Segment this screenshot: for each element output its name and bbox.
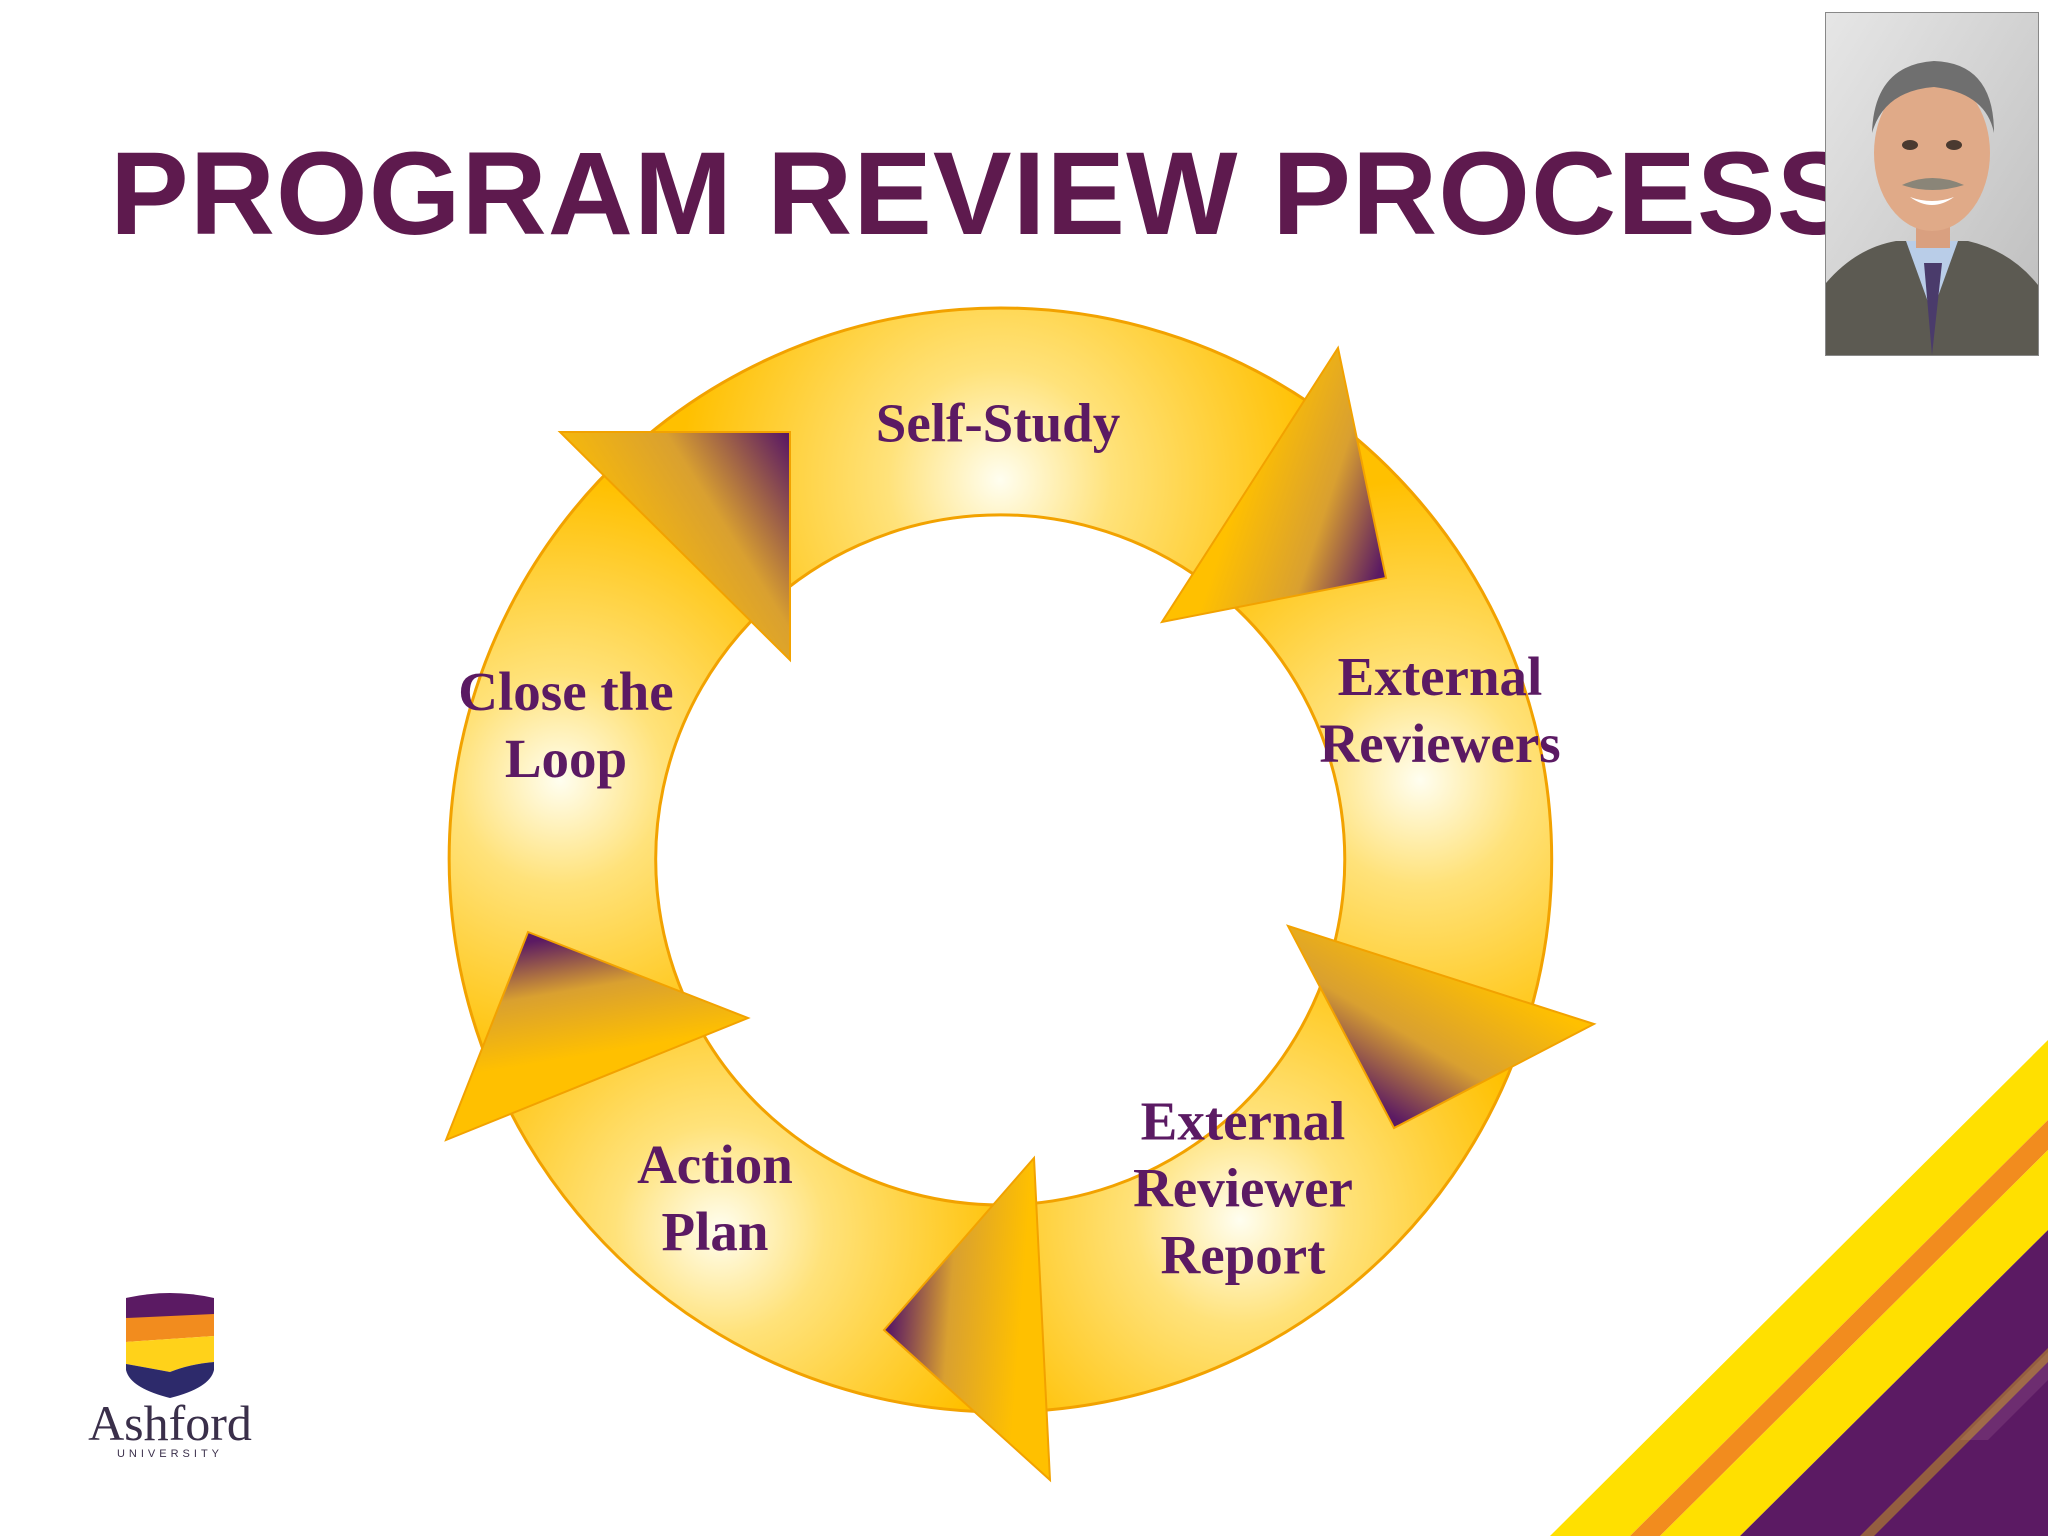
logo-wordmark: Ashford bbox=[88, 1395, 252, 1451]
stage-label-close-the-loop-line-1: Close the bbox=[458, 661, 673, 722]
stage-label-external-reviewers-line-2: Reviewers bbox=[1319, 713, 1560, 774]
stage-label-action-plan-line-2: Plan bbox=[662, 1201, 769, 1262]
cycle-arrow-left bbox=[444, 930, 751, 1142]
cycle-arrow-right bbox=[1285, 924, 1597, 1130]
ring-segment-self-study bbox=[622, 306, 1314, 609]
cycle-arrow-top-left bbox=[557, 431, 791, 663]
page-title: PROGRAM REVIEW PROCESS bbox=[110, 128, 1857, 260]
presenter-webcam-photo bbox=[1825, 12, 2039, 356]
ashford-university-shield-logo bbox=[126, 1293, 214, 1398]
stage-label-self-study-line-1: Self-Study bbox=[876, 393, 1121, 454]
stage-label-action-plan-line-1: Action bbox=[637, 1134, 793, 1195]
stage-label-external-reviewer-report-line-3: Report bbox=[1161, 1225, 1327, 1286]
stage-label-external-reviewers-line-1: External bbox=[1338, 646, 1543, 707]
stage-label-external-reviewer-report-line-1: External bbox=[1141, 1091, 1346, 1152]
cycle-arrow-top-right bbox=[1159, 345, 1388, 624]
stage-labels: Self-StudyExternalReviewersExternalRevie… bbox=[458, 393, 1560, 1286]
logo-subtitle: UNIVERSITY bbox=[116, 1448, 223, 1460]
stage-label-close-the-loop-line-2: Loop bbox=[505, 728, 627, 789]
cycle-arrow-bottom bbox=[882, 1155, 1052, 1483]
stage-label-external-reviewer-report-line-2: Reviewer bbox=[1133, 1158, 1353, 1219]
